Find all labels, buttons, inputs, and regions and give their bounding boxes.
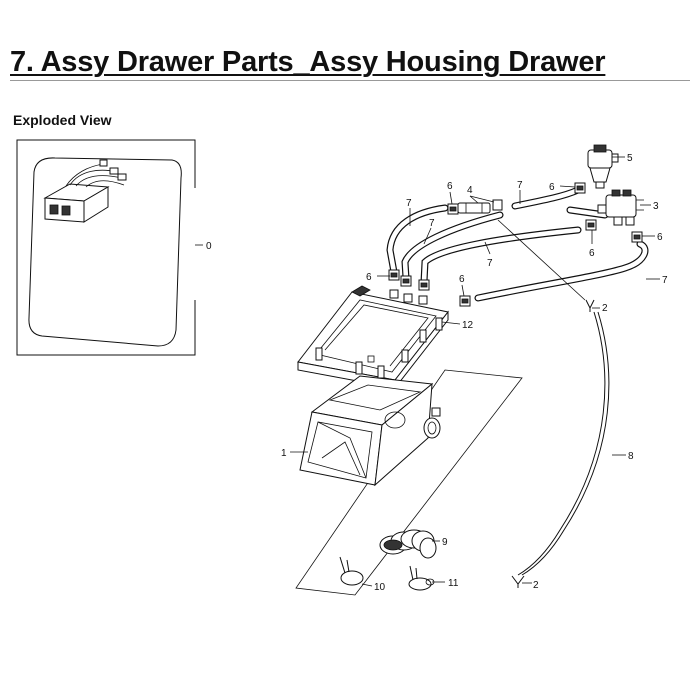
part-10-clamp bbox=[339, 556, 364, 586]
leader-7-mid bbox=[423, 227, 432, 245]
callout-12: 12 bbox=[462, 320, 474, 331]
callout-7-top: 7 bbox=[517, 180, 523, 191]
leader-6-top bbox=[449, 191, 453, 205]
leader-12 bbox=[441, 321, 461, 325]
section-label: Exploded View bbox=[13, 112, 112, 128]
callout-11: 11 bbox=[448, 578, 459, 589]
leader-10 bbox=[361, 583, 373, 587]
callout-7-low: 7 bbox=[487, 258, 493, 269]
inset-frame bbox=[16, 139, 196, 356]
callout-5: 5 bbox=[627, 153, 633, 164]
part-4-connector bbox=[457, 202, 491, 214]
leader-7-low bbox=[484, 241, 491, 255]
part-2-hook-bottom bbox=[511, 575, 525, 588]
part-0-module bbox=[43, 159, 127, 223]
leader-4a bbox=[469, 195, 479, 204]
callout-6-top: 6 bbox=[447, 181, 453, 192]
part-5-valve bbox=[587, 144, 619, 189]
callout-8: 8 bbox=[628, 451, 634, 462]
callout-4: 4 bbox=[467, 185, 473, 196]
callout-2-top: 2 bbox=[602, 303, 608, 314]
ground-plate bbox=[295, 369, 523, 596]
leader-6-center bbox=[461, 284, 465, 297]
callout-9: 9 bbox=[442, 537, 448, 548]
part-11-clamp bbox=[408, 565, 435, 591]
hoses-part-7 bbox=[386, 186, 649, 302]
part-12-drawer-cover bbox=[297, 285, 449, 390]
title-rule bbox=[10, 80, 690, 81]
clamps-part-6 bbox=[388, 182, 643, 307]
callout-6-left: 6 bbox=[366, 272, 372, 283]
callout-7-left: 7 bbox=[406, 198, 412, 209]
page-title: 7. Assy Drawer Parts_Assy Housing Drawer bbox=[10, 46, 606, 78]
callout-6-valve3: 6 bbox=[589, 248, 595, 259]
part-1-drawer-housing bbox=[299, 375, 441, 487]
callout-0: 0 bbox=[206, 241, 212, 252]
part-2-hook-top bbox=[585, 299, 595, 312]
part-3-valve bbox=[597, 189, 644, 226]
callout-1: 1 bbox=[281, 448, 287, 459]
callout-6-valve5: 6 bbox=[549, 182, 555, 193]
callout-3: 3 bbox=[653, 201, 659, 212]
part-8-tube bbox=[497, 219, 610, 576]
callout-6-right: 6 bbox=[657, 232, 663, 243]
leader-4b bbox=[469, 195, 495, 203]
callout-2-bottom: 2 bbox=[533, 580, 539, 591]
part-9-bellow bbox=[379, 529, 437, 559]
callout-7-mid: 7 bbox=[429, 218, 435, 229]
callout-7-right: 7 bbox=[662, 275, 668, 286]
callout-10: 10 bbox=[374, 582, 386, 593]
callout-6-center: 6 bbox=[459, 274, 465, 285]
leader-6-valve5 bbox=[559, 185, 576, 188]
